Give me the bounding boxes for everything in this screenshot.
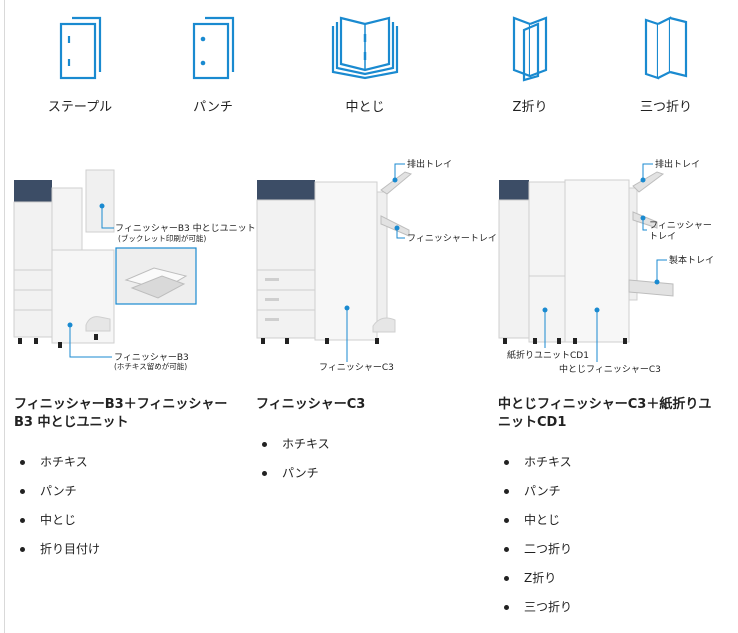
z-fold-icon: [512, 16, 548, 82]
feature-item: パンチ: [256, 459, 484, 488]
product-title: フィニッシャーC3: [256, 397, 366, 412]
callout-exit-tray: 排出トレイ: [407, 158, 452, 170]
printer-body: [498, 199, 530, 339]
callout-finisher-tray: フィニッシャートレイ: [407, 234, 497, 244]
callout-finisher-b3: フィニッシャーB3: [114, 353, 189, 363]
callout-finisher-tray-line1: フィニッシャー: [649, 221, 712, 231]
folding-unit: [528, 181, 566, 343]
feature-list: ホチキス パンチ 中とじ 折り目付け: [14, 448, 242, 564]
feature-item: パンチ: [14, 477, 242, 506]
callout-exit-tray: 排出トレイ: [655, 158, 700, 170]
finisher-c3-body: [314, 181, 378, 341]
callout-folding-unit: 紙折りユニットCD1: [507, 349, 589, 361]
finisher-c3-illustration: 排出トレイ フィニッシャートレイ フィニッシャーC3: [255, 150, 497, 375]
finishing-label: ステープル: [47, 100, 113, 115]
feature-item: Z折り: [498, 564, 724, 593]
finishing-option-staple: ステープル: [20, 12, 140, 115]
product-column-booklet-finisher-c3: 中とじフィニッシャーC3＋紙折りユニットCD1 ホチキス パンチ 中とじ 二つ折…: [498, 396, 724, 622]
finishing-label: 中とじ: [345, 100, 385, 115]
product-title: フィニッシャーB3＋フィニッシャーB3 中とじユニット: [14, 397, 228, 430]
product-column-finisher-c3: フィニッシャーC3 ホチキス パンチ: [256, 396, 484, 488]
finishing-label: 三つ折り: [639, 100, 692, 115]
printer-body: [256, 199, 316, 339]
feature-item: 二つ折り: [498, 535, 724, 564]
staple-icon: [59, 16, 102, 80]
feature-item: ホチキス: [256, 430, 484, 459]
product-title: 中とじフィニッシャーC3＋紙折りユニットCD1: [498, 397, 712, 430]
feature-item: ホチキス: [498, 448, 724, 477]
finishing-label: パンチ: [193, 100, 233, 115]
feature-item: 三つ折り: [498, 593, 724, 622]
callout-booklet-unit: フィニッシャーB3 中とじユニット: [115, 222, 256, 234]
feature-list: ホチキス パンチ: [256, 430, 484, 488]
punch-icon: [192, 16, 235, 80]
finishing-option-punch: パンチ: [153, 12, 273, 115]
feature-item: 中とじ: [498, 506, 724, 535]
finisher-tray: [380, 215, 410, 237]
booklet-unit: [85, 169, 115, 233]
exit-tray: [632, 171, 665, 193]
printer-scanner: [257, 180, 315, 200]
callout-finisher-c3: フィニッシャーC3: [319, 363, 394, 373]
printer-scanner: [499, 180, 529, 200]
feature-item: 中とじ: [14, 506, 242, 535]
feature-item: ホチキス: [14, 448, 242, 477]
callout-booklet-unit-note: (ブックレット印刷が可能): [118, 233, 206, 243]
printer-scanner: [14, 180, 52, 202]
callout-booklet-tray: 製本トレイ: [669, 254, 714, 266]
finishing-option-z-fold: Z折り: [470, 12, 590, 115]
feature-item: 折り目付け: [14, 535, 242, 564]
callout-booklet-finisher: 中とじフィニッシャーC3: [559, 363, 661, 375]
page-left-border: [4, 0, 5, 633]
exit-tray: [380, 171, 413, 195]
finisher-tray: [632, 211, 658, 229]
feature-list: ホチキス パンチ 中とじ 二つ折り Z折り 三つ折り: [498, 448, 724, 622]
tri-fold-icon: [644, 16, 688, 80]
finisher-b3-illustration: フィニッシャーB3 中とじユニット (ブックレット印刷が可能) フィニッシャーB…: [13, 150, 256, 375]
finishing-label: Z折り: [512, 100, 548, 115]
finishing-option-tri-fold: 三つ折り: [606, 12, 726, 115]
finishing-option-saddle-stitch: 中とじ: [305, 12, 425, 115]
booklet-finisher-c3-illustration: 排出トレイ フィニッシャー トレイ 製本トレイ 紙折りユニットCD1 中とじフィ…: [497, 150, 735, 375]
saddle-stitch-icon: [331, 16, 399, 80]
callout-finisher-tray-line2: トレイ: [649, 232, 676, 242]
product-column-finisher-b3: フィニッシャーB3＋フィニッシャーB3 中とじユニット ホチキス パンチ 中とじ…: [14, 396, 242, 564]
callout-finisher-b3-note: (ホチキス留めが可能): [114, 361, 187, 371]
feature-item: パンチ: [498, 477, 724, 506]
